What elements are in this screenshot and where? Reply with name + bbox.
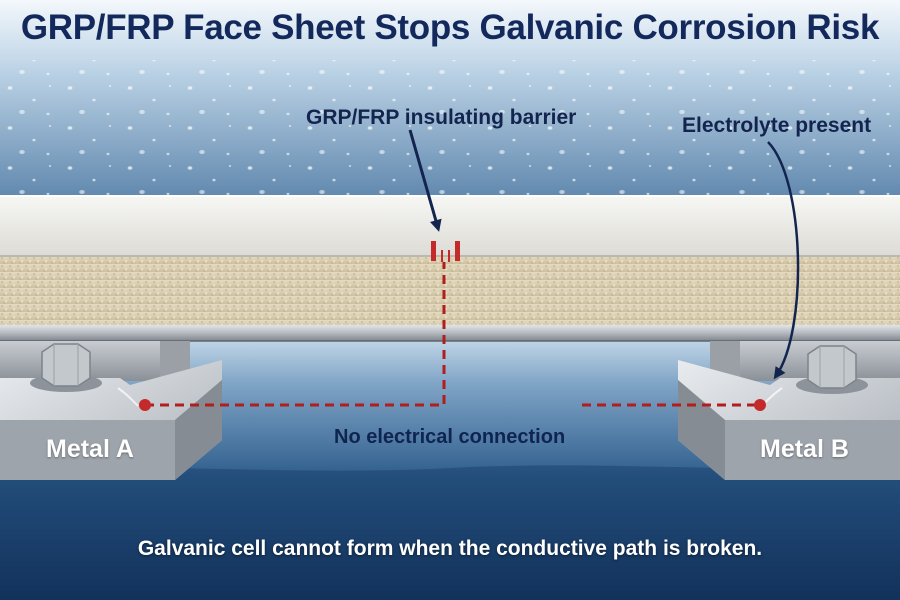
metal-a-label: Metal A	[46, 435, 134, 463]
water-droplets	[0, 60, 900, 200]
electrolyte-label: Electrolyte present	[682, 114, 872, 137]
no-connection-label: No electrical connection	[334, 426, 566, 448]
electrolyte-pointer-arrow	[767, 141, 800, 380]
foam-core	[0, 257, 900, 325]
caption: Galvanic cell cannot form when the condu…	[137, 537, 763, 560]
barrier-label: GRP/FRP insulating barrier	[306, 106, 577, 129]
hex-bolt-right	[796, 345, 868, 394]
water-reflection	[0, 465, 900, 600]
steel-rail	[0, 325, 900, 341]
barrier-marker	[431, 241, 460, 262]
metal-a-bracket	[0, 341, 222, 480]
grp-face-sheet	[0, 195, 900, 257]
metal-b-bracket	[678, 341, 900, 480]
metal-b-label: Metal B	[760, 435, 849, 463]
hex-bolt-left	[30, 343, 102, 392]
broken-conductive-path	[139, 262, 766, 411]
diagram-title: GRP/FRP Face Sheet Stops Galvanic Corros…	[20, 8, 880, 47]
contact-point-a	[139, 399, 151, 411]
contact-point-b	[754, 399, 766, 411]
barrier-pointer-arrow	[408, 129, 442, 232]
